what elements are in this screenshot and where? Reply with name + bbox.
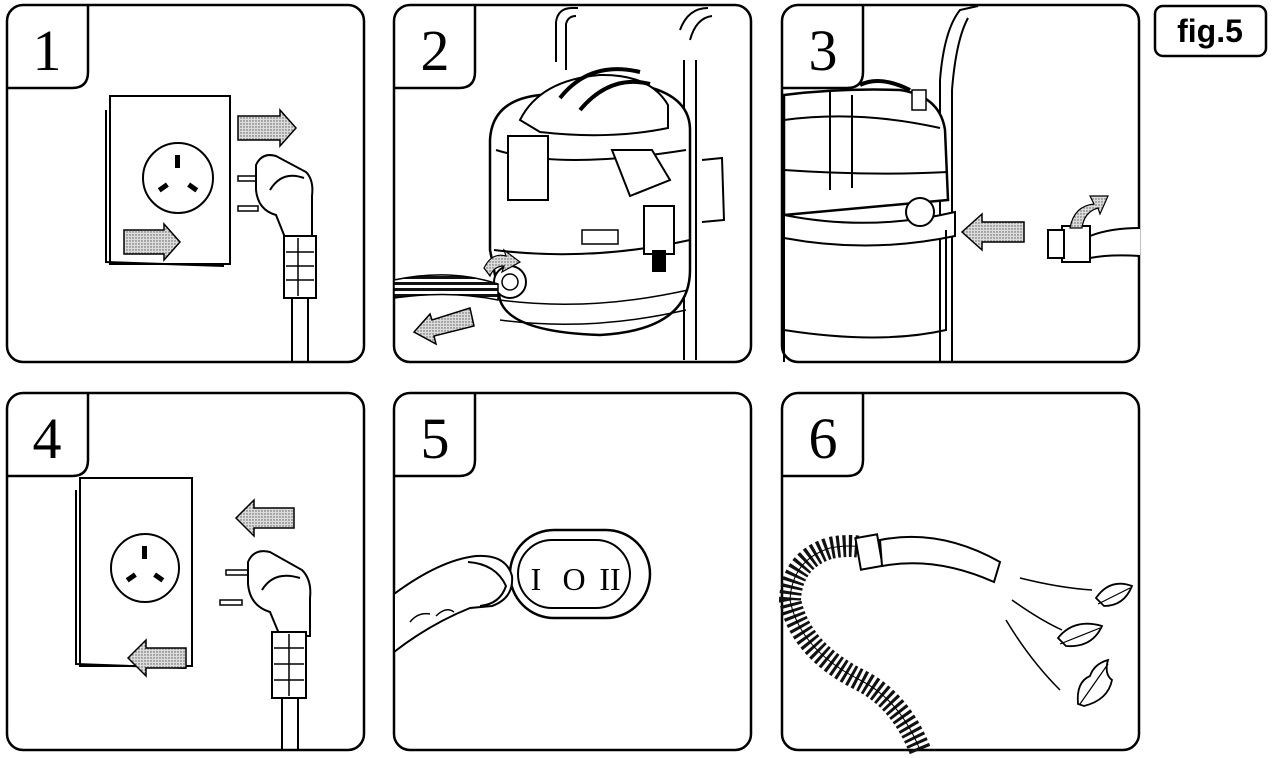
step-number-3: 3 [809,18,838,83]
step-number-2: 2 [421,18,450,83]
power-plug [237,154,317,362]
switch-symbol-off: I [531,561,542,597]
step-number-6: 6 [809,406,838,471]
figure-label-text: fig.5 [1177,13,1243,49]
power-switch: I O II [508,528,652,620]
leaf-icon [1076,658,1113,707]
panel-3: 3 [780,3,1141,364]
figure-label: fig.5 [1153,4,1268,58]
step-number-4: 4 [33,406,62,471]
leaf-icon [1094,582,1134,607]
panel-4: 4 [5,391,366,752]
vacuum-cleaner-side [782,5,979,362]
finger-pressing-switch [393,554,514,655]
blowing-hose [778,533,1093,755]
arrow-in-icon [126,638,187,678]
rotate-arrow-icon [483,248,522,278]
arrow-out-icon [123,222,182,262]
rotate-arrow-icon [1069,195,1109,229]
arrow-insert-icon [960,212,1025,252]
wall-socket [105,95,231,267]
panel-6: 6 [778,391,1141,755]
arrow-remove-hose-icon [412,307,475,346]
switch-symbol-mid: O [562,561,585,597]
vacuum-cleaner [393,7,726,360]
arrow-out-icon [237,108,298,148]
arrow-in-icon [234,498,295,538]
wall-socket [75,477,193,669]
panel-5: 5 I O II [392,391,753,752]
step-number-5: 5 [421,406,450,471]
leaf-icon [1056,622,1104,648]
panel-2: 2 [392,3,753,364]
power-plug [219,550,312,750]
switch-symbol-on: II [599,561,620,597]
step-number-1: 1 [33,18,62,83]
panel-1: 1 [5,3,366,364]
